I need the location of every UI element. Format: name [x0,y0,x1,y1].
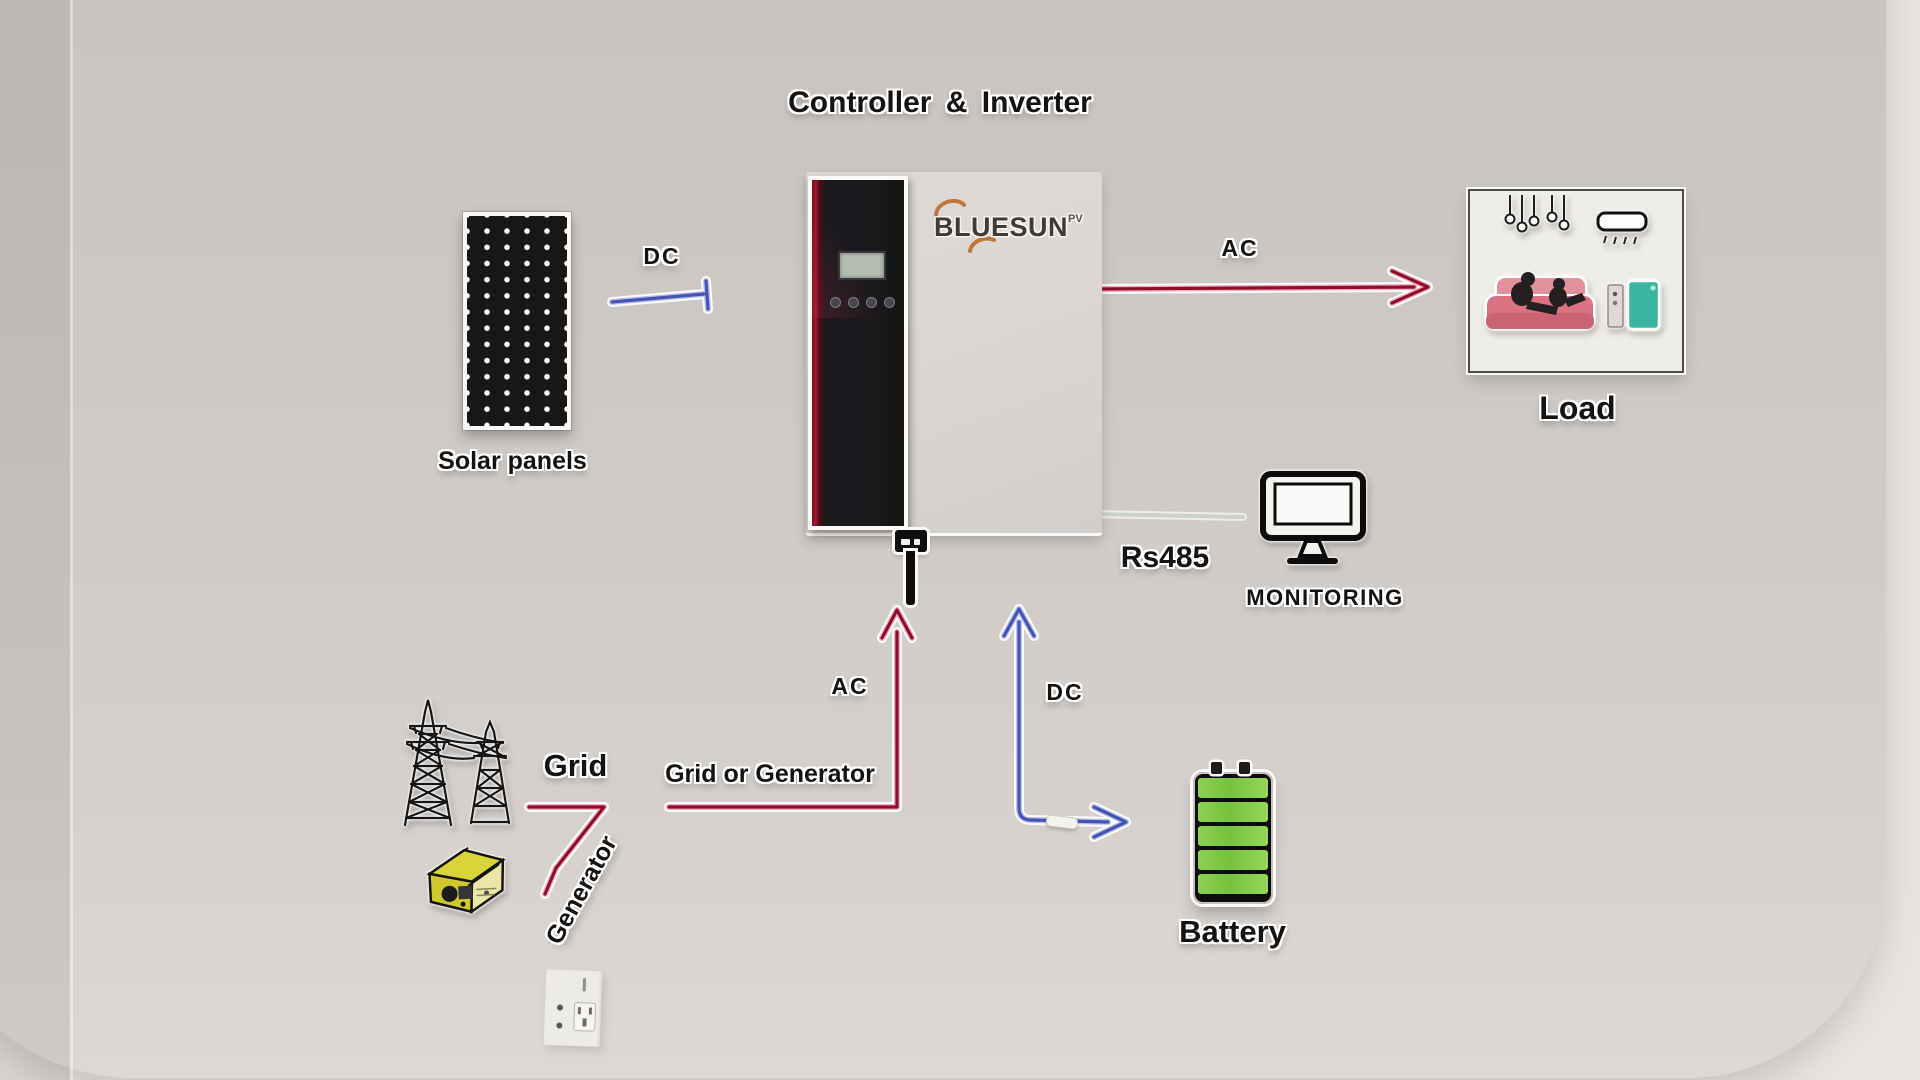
brand-name: BLUESUN [934,212,1069,242]
rs485-label: Rs485 [1120,541,1210,574]
ac-in-label: AC [831,673,869,699]
battery-terminal [1211,762,1222,774]
inverter-button-2 [848,297,859,308]
solar-panel-icon [463,212,571,430]
battery-cell [1198,826,1268,846]
solar-dc-label: DC [643,243,681,269]
monitoring-label: MONITORING [1246,585,1404,610]
solar-panels-label: Solar panels [438,447,587,475]
outlet-hole [556,1004,564,1011]
inverter-button-4 [884,297,895,308]
battery-dc-label: DC [1046,679,1084,705]
cable-plug-icon [895,530,927,552]
battery-cell [1198,802,1268,822]
grid-label: Grid [543,748,608,783]
page-title: Controller & Inverter [788,86,1092,119]
battery-terminal [1239,762,1250,774]
inverter-button-1 [830,297,841,308]
battery-cell [1198,874,1268,894]
appliance-icons [1607,279,1661,331]
battery-cell [1198,778,1268,798]
battery-cell [1198,850,1268,870]
outlet-socket [573,1002,597,1032]
sofa-icon [1485,272,1595,330]
inverter-front-panel [808,176,908,530]
portable-generator-icon [426,847,506,915]
plug-cable [906,551,915,605]
computer-monitor-icon [1260,471,1366,564]
pendant-lights-icon [1504,195,1570,233]
inverter-button-3 [866,297,877,308]
socket-pin-slot [588,1007,593,1015]
socket-pin-slot [577,1007,582,1015]
grid-or-generator-label: Grid or Generator [665,760,875,788]
logo-text: BLUESUNPV [934,212,1083,243]
battery-icon [1193,762,1273,904]
brand-suffix: PV [1068,213,1083,225]
transmission-towers-icon [403,699,511,827]
socket-pin-slot [582,1018,587,1027]
bluesun-logo: BLUESUNPV [922,196,1112,262]
load-label: Load [1539,390,1616,426]
ac-out-label: AC [1221,235,1259,261]
living-room-load-icons [1485,195,1661,331]
load-box [1468,189,1684,373]
plug-slot [901,539,910,545]
battery-label: Battery [1179,914,1286,949]
inverter-device [806,172,1102,536]
logo-swoosh-icon [934,198,996,253]
inverter-lcd-screen [838,251,886,280]
backdrop-seam [70,0,73,1080]
plug-slot [914,539,920,545]
left-edge-shade [0,0,70,1080]
outlet-switch-slot [582,978,587,992]
wall-outlet-icon [543,969,603,1047]
air-conditioner-icon [1596,211,1648,245]
outlet-hole [556,1022,563,1029]
